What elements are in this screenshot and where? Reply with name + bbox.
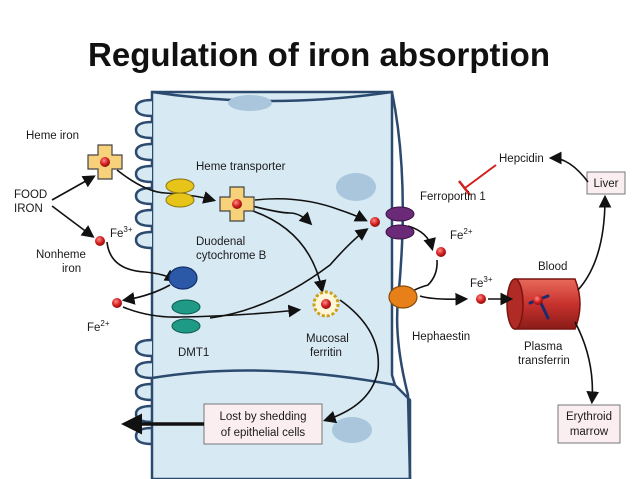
mucosal-ferritin-label-1: Mucosal	[306, 333, 349, 345]
duodenal-cytochrome-b	[168, 266, 198, 290]
svg-text:Fe2+: Fe2+	[87, 319, 110, 334]
iron-fe2-right	[436, 247, 446, 257]
food-iron-label-1: FOOD	[14, 189, 47, 201]
shedding-box: Lost by shedding of epithelial cells	[203, 403, 323, 445]
erythroid-marrow-label-2: marrow	[570, 426, 609, 438]
duodenal-cytb-label-1: Duodenal	[196, 236, 245, 248]
heme-transporter	[165, 178, 195, 208]
nonheme-iron-label-2: iron	[62, 263, 81, 275]
erythroid-marrow-label-1: Erythroid	[566, 411, 612, 423]
blood-label: Blood	[538, 261, 567, 273]
heme-transporter-label: Heme transporter	[196, 161, 286, 173]
heme-iron-outside	[87, 144, 123, 180]
nonheme-iron-label-1: Nonheme	[36, 249, 86, 261]
arrows	[51, 151, 612, 424]
fe2-right-label: Fe	[450, 230, 463, 242]
iron-cell	[370, 217, 380, 227]
hepcidin-label: Hepcidin	[499, 153, 544, 165]
svg-text:Fe3+: Fe3+	[110, 225, 133, 240]
nucleus-lower	[332, 417, 372, 443]
nucleus	[336, 173, 376, 201]
heme-iron-label: Heme iron	[26, 130, 79, 142]
plasma-transferrin-label-2: transferrin	[518, 355, 570, 367]
shedding-label-1: Lost by shedding	[220, 411, 307, 423]
iron-fe3-left	[95, 236, 105, 246]
iron-fe3-right	[476, 294, 486, 304]
fe3-left-sup: 3+	[123, 225, 132, 234]
food-iron-label-2: IRON	[14, 203, 43, 215]
fe3-right-label: Fe	[470, 278, 483, 290]
heme-iron-inside	[219, 186, 255, 222]
fe3-left-label: Fe	[110, 228, 123, 240]
fe2-right-sup: 2+	[463, 227, 472, 236]
ferroportin-1	[385, 206, 415, 240]
hephaestin-label: Hephaestin	[412, 331, 470, 343]
fe3-right-sup: 3+	[483, 275, 492, 284]
nucleus-top	[228, 95, 272, 111]
transferrin-iron	[533, 295, 543, 305]
fe2-left-sup: 2+	[100, 319, 109, 328]
iron-atoms	[95, 217, 486, 308]
fe2-left-label: Fe	[87, 322, 100, 334]
svg-text:Fe3+: Fe3+	[470, 275, 493, 290]
svg-text:Fe2+: Fe2+	[450, 227, 473, 242]
labels: Heme iron FOOD IRON Nonheme iron Fe3+ Fe…	[14, 130, 570, 367]
dmt1-label: DMT1	[178, 347, 209, 359]
mucosal-ferritin	[312, 290, 340, 318]
shedding-label-2: of epithelial cells	[221, 427, 306, 439]
hepcidin-inhibition	[458, 164, 497, 196]
blood-vessel	[506, 278, 581, 330]
iron-fe2-left	[112, 298, 122, 308]
slide-title: Regulation of iron absorption	[88, 36, 550, 73]
ferroportin-label: Ferroportin 1	[420, 191, 486, 203]
plasma-transferrin-label-1: Plasma	[524, 341, 563, 353]
duodenal-cytb-label-2: cytochrome B	[196, 250, 267, 262]
dmt1-transporter	[171, 299, 201, 334]
erythroid-marrow-box: Erythroid marrow	[557, 404, 621, 444]
liver-label: Liver	[594, 178, 619, 190]
liver-box: Liver	[586, 171, 626, 195]
hephaestin	[388, 285, 418, 309]
mucosal-ferritin-label-2: ferritin	[310, 347, 342, 359]
